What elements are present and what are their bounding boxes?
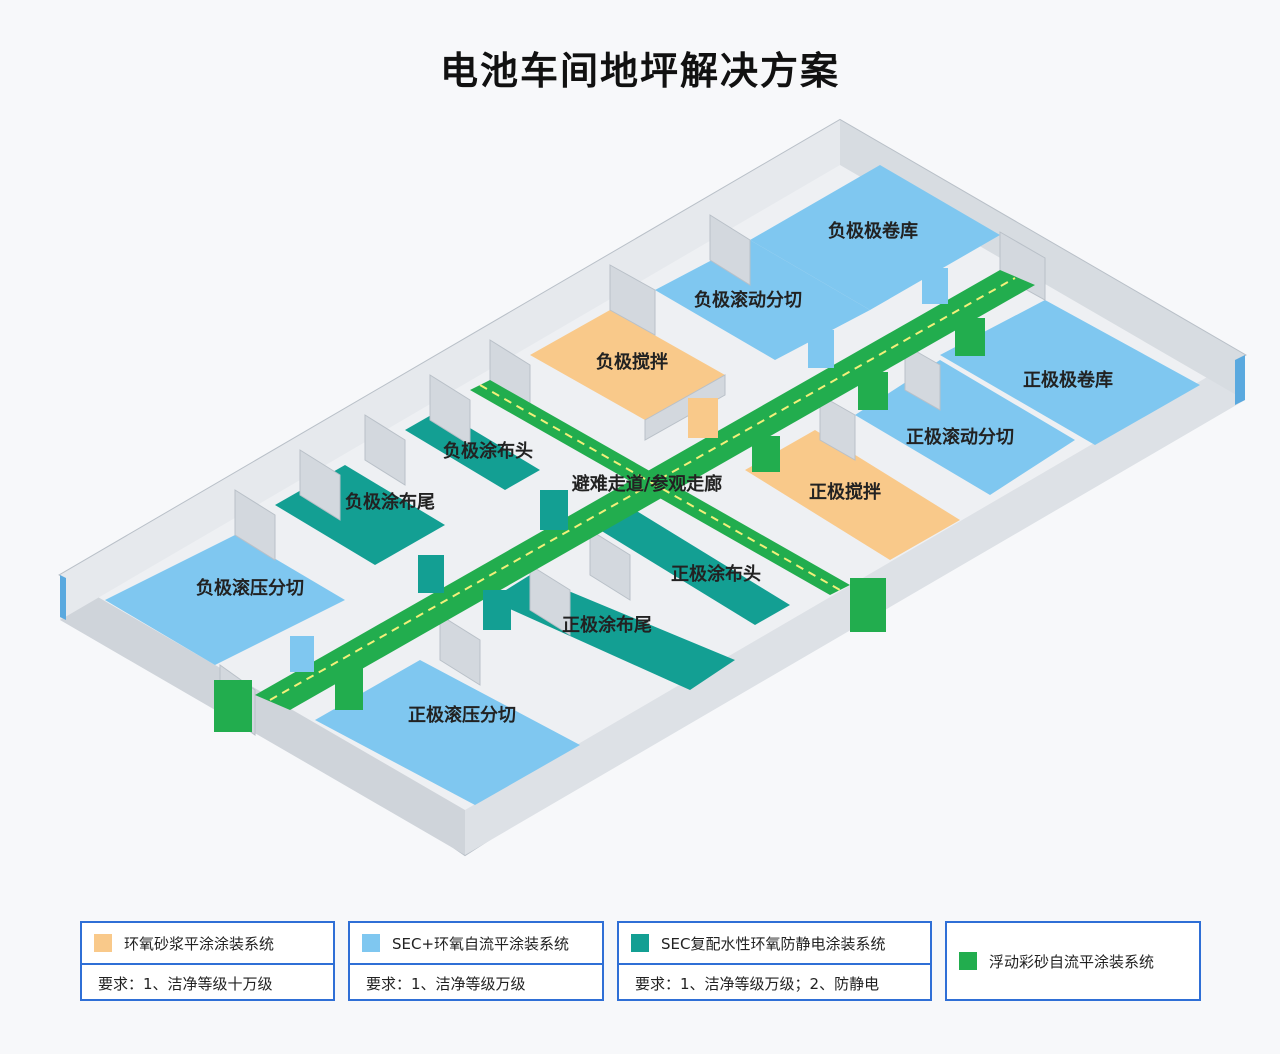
door-green-1 xyxy=(214,680,252,732)
label-pos-coat-tail: 正极涂布尾 xyxy=(562,614,652,636)
legend-row-title: 浮动彩砂自流平涂装系统 xyxy=(947,923,1199,999)
label-neg-roll-store: 负极极卷库 xyxy=(828,220,918,242)
label-corridor: 避难走道/参观走廊 xyxy=(572,473,723,495)
label-neg-slit: 负极滚动分切 xyxy=(694,289,802,311)
legend-row-requirement: 要求：1、洁净等级万级；2、防静电 xyxy=(619,965,930,1001)
door-blue-1 xyxy=(290,636,314,672)
legend-row-title: SEC复配水性环氧防静电涂装系统 xyxy=(619,923,930,965)
door-green-6 xyxy=(955,318,985,356)
room-pos-roll-store xyxy=(940,300,1200,445)
legend-box-2: SEC+环氧自流平涂装系统 要求：1、洁净等级万级 xyxy=(348,921,604,1001)
door-orange-1 xyxy=(688,398,718,438)
room-pos-coat-head xyxy=(600,510,790,625)
corridor-long xyxy=(255,270,1035,710)
door-teal-2 xyxy=(483,590,511,630)
legend-label: SEC复配水性环氧防静电涂装系统 xyxy=(661,934,886,953)
label-neg-press: 负极滚压分切 xyxy=(196,577,304,599)
legend-label: 浮动彩砂自流平涂装系统 xyxy=(989,952,1155,971)
label-pos-roll-store: 正极极卷库 xyxy=(1023,369,1113,391)
legend-row-requirement: 要求：1、洁净等级十万级 xyxy=(82,965,333,1001)
label-neg-mix: 负极搅拌 xyxy=(596,351,668,373)
corridor-cross xyxy=(470,380,850,595)
room-neg-mix xyxy=(530,310,725,420)
door-blocks xyxy=(214,268,985,732)
room-pos-mix xyxy=(745,430,960,560)
label-pos-coat-head: 正极涂布头 xyxy=(671,563,761,585)
label-pos-slit: 正极滚动分切 xyxy=(906,426,1014,448)
legend-label: 环氧砂浆平涂涂装系统 xyxy=(124,934,275,953)
door-green-5 xyxy=(858,372,888,410)
label-pos-mix: 正极搅拌 xyxy=(809,481,881,503)
outer-edge-blue xyxy=(1235,355,1245,405)
door-blue-2 xyxy=(808,330,834,368)
outer-edge-blue-left xyxy=(60,575,66,620)
legend-box-3: SEC复配水性环氧防静电涂装系统 要求：1、洁净等级万级；2、防静电 xyxy=(617,921,932,1001)
legend-requirement: 要求：1、洁净等级万级；2、防静电 xyxy=(635,974,880,993)
outer-wall-back-left xyxy=(60,120,840,620)
room-pos-press xyxy=(315,660,580,805)
legend-requirement: 要求：1、洁净等级万级 xyxy=(366,974,526,993)
legend-box-1: 环氧砂浆平涂涂装系统 要求：1、洁净等级十万级 xyxy=(80,921,335,1001)
legend-box-4: 浮动彩砂自流平涂装系统 xyxy=(945,921,1201,1001)
page-title: 电池车间地坪解决方案 xyxy=(439,49,840,93)
corridor-long-dash xyxy=(269,277,1016,701)
label-neg-coat-tail: 负极涂布尾 xyxy=(345,491,435,513)
light-blue-swatch-icon xyxy=(362,934,380,952)
room-neg-coat-head xyxy=(405,410,540,490)
door-green-4 xyxy=(752,436,780,472)
door-teal-3 xyxy=(418,555,444,593)
green-swatch-icon xyxy=(959,952,977,970)
room-neg-roll-store xyxy=(750,165,1000,310)
room-pos-slit xyxy=(855,360,1075,495)
teal-swatch-icon xyxy=(631,934,649,952)
legend-row-title: SEC+环氧自流平涂装系统 xyxy=(350,923,602,965)
outer-wall-front-left xyxy=(60,575,465,855)
orange-swatch-icon xyxy=(94,934,112,952)
floor-plan-diagram: 负极极卷库 负极滚动分切 负极搅拌 正极极卷库 正极滚动分切 正极搅拌 负极涂布… xyxy=(58,118,1247,857)
door-teal-1 xyxy=(540,490,568,530)
legend-requirement: 要求：1、洁净等级十万级 xyxy=(98,974,273,993)
door-green-2 xyxy=(335,668,363,710)
label-pos-press: 正极滚压分切 xyxy=(408,704,516,726)
legend-label: SEC+环氧自流平涂装系统 xyxy=(392,934,570,953)
label-neg-coat-head: 负极涂布头 xyxy=(443,440,533,462)
room-neg-press xyxy=(105,535,345,665)
legend-row-title: 环氧砂浆平涂涂装系统 xyxy=(82,923,333,965)
door-green-3 xyxy=(850,578,886,632)
door-blue-3 xyxy=(922,268,948,304)
legend-row-requirement: 要求：1、洁净等级万级 xyxy=(350,965,602,1001)
interior-walls xyxy=(219,214,1046,736)
